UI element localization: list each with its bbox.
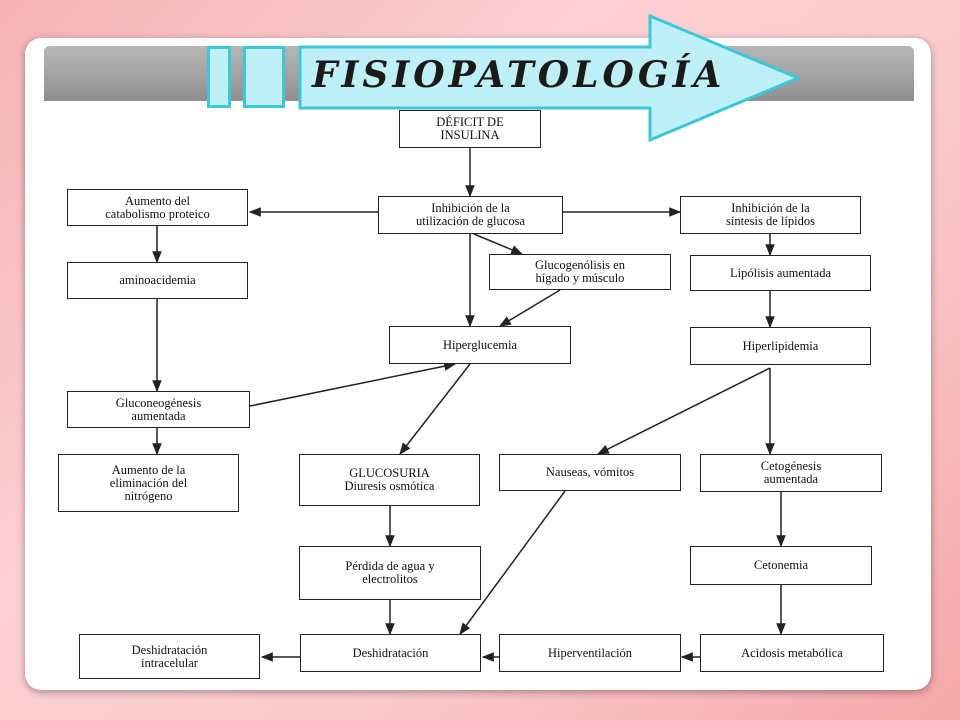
node-lipolisis: Lipólisis aumentada xyxy=(690,255,871,291)
node-aminoacidemia: aminoacidemia xyxy=(67,262,248,299)
title-arrow-shape xyxy=(298,14,802,142)
title-square-large xyxy=(243,46,285,108)
arrow-inhibicion-glucogenolisis xyxy=(473,233,524,255)
arrow-gluconeogenesis-hiperglucemia xyxy=(249,361,457,407)
title-square-small xyxy=(207,46,231,108)
node-inhibicion-lipidos: Inhibición de la síntesis de lípidos xyxy=(680,196,861,234)
page-title: FISIOPATOLOGÍA xyxy=(312,54,726,96)
node-deshidratacion: Deshidratación xyxy=(300,634,481,672)
node-nauseas-vomitos: Nauseas, vómitos xyxy=(499,454,681,491)
node-hiperglucemia: Hiperglucemia xyxy=(389,326,571,364)
node-perdida-agua: Pérdida de agua y electrolitos xyxy=(299,546,481,600)
node-hiperventilacion: Hiperventilación xyxy=(499,634,681,672)
node-catabolismo-proteico: Aumento del catabolismo proteico xyxy=(67,189,248,226)
node-deshidratacion-intracelular: Deshidratación intracelular xyxy=(79,634,260,679)
node-gluconeogenesis: Gluconeogénesis aumentada xyxy=(67,391,250,428)
arrow-nauseas-deshidratacion xyxy=(459,490,566,635)
node-glucosuria: GLUCOSURIA Diuresis osmótica xyxy=(299,454,480,506)
arrow-hiperlipidemia-nauseas xyxy=(596,367,771,455)
arrow-hiperglucemia-glucosuria xyxy=(399,363,471,455)
node-eliminacion-nitrogeno: Aumento de la eliminación del nitrógeno xyxy=(58,454,239,512)
arrow-glucogenolisis-hiperglucemia xyxy=(498,289,561,327)
node-deficit-insulina: DÉFICIT DE INSULINA xyxy=(399,110,541,148)
node-glucogenolisis: Glucogenólisis en hígado y músculo xyxy=(489,254,671,290)
node-cetogenesis: Cetogénesis aumentada xyxy=(700,454,882,492)
node-inhibicion-glucosa: Inhibición de la utilización de glucosa xyxy=(378,196,563,234)
node-acidosis-metabolica: Acidosis metabólica xyxy=(700,634,884,672)
node-hiperlipidemia: Hiperlipidemia xyxy=(690,327,871,365)
node-cetonemia: Cetonemia xyxy=(690,546,872,585)
